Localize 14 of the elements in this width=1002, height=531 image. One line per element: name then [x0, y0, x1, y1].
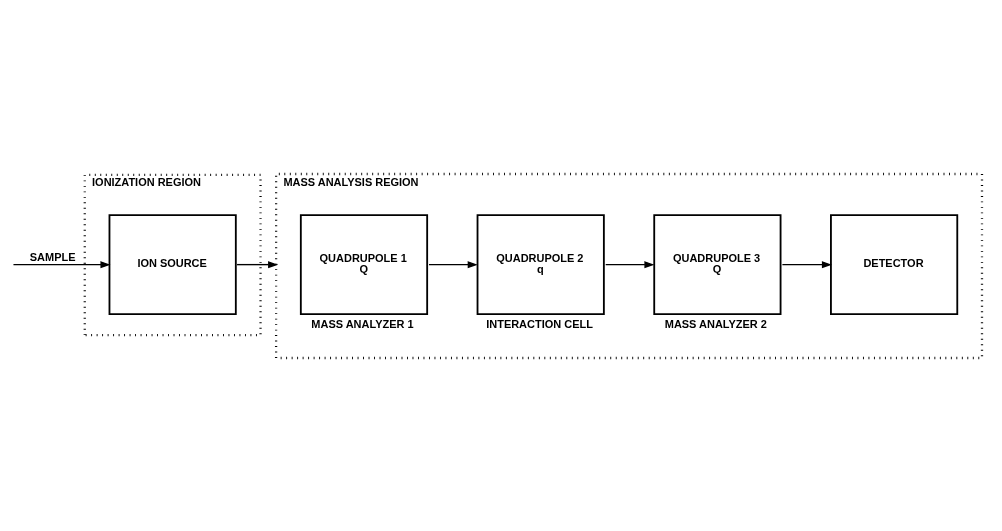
node-label: MASS ANALYZER 2 — [664, 317, 767, 330]
arrow — [12, 260, 111, 268]
node-label: MASS ANALYZER 1 — [311, 317, 414, 330]
arrow — [781, 260, 832, 268]
edge-label: SAMPLE — [29, 250, 76, 263]
node-label: INTERACTION CELL — [486, 317, 593, 330]
arrow — [605, 260, 655, 268]
arrow — [236, 260, 279, 268]
node-box: QUADRUPOLE 2 q — [476, 213, 605, 315]
node-box: QUADRUPOLE 3 Q — [653, 213, 782, 315]
node-box: DETECTOR — [830, 213, 959, 315]
node-box: ION SOURCE — [108, 213, 237, 315]
arrow — [428, 260, 478, 268]
node-box: QUADRUPOLE 1 Q — [299, 213, 429, 315]
